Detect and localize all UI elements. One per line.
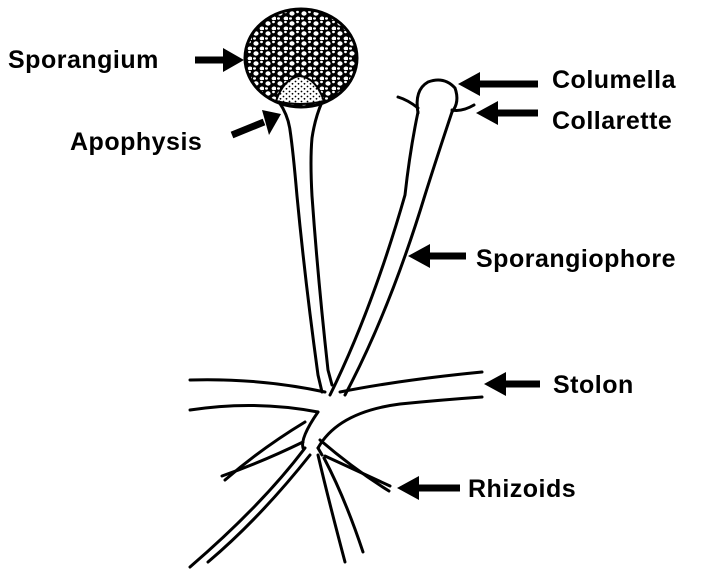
label-sporangium: Sporangium	[8, 46, 159, 74]
label-stolon: Stolon	[553, 371, 634, 399]
stolon-lines	[190, 372, 482, 448]
sporangium-left	[245, 9, 357, 107]
sporangiophore-left	[279, 102, 332, 392]
rhizoid-lines	[190, 412, 390, 567]
arrow-collarette	[476, 101, 538, 125]
label-columella: Columella	[552, 66, 676, 94]
columella-group	[330, 80, 474, 395]
label-collarette: Collarette	[552, 107, 673, 135]
arrow-apophysis	[232, 110, 281, 135]
arrow-sporangiophore	[408, 244, 466, 268]
columella-head	[417, 80, 457, 113]
arrow-rhizoids	[397, 476, 460, 500]
label-sporangiophore: Sporangiophore	[476, 245, 677, 273]
label-rhizoids: Rhizoids	[468, 475, 577, 503]
arrow-columella	[458, 72, 538, 96]
sporangium-sac	[245, 9, 357, 107]
arrows	[195, 48, 540, 500]
label-apophysis: Apophysis	[70, 128, 203, 156]
collarette-left	[398, 97, 418, 108]
collarette-right	[452, 105, 474, 110]
arrow-sporangium	[195, 48, 244, 72]
arrow-stolon	[484, 372, 540, 396]
apophysis-shape	[276, 76, 324, 104]
